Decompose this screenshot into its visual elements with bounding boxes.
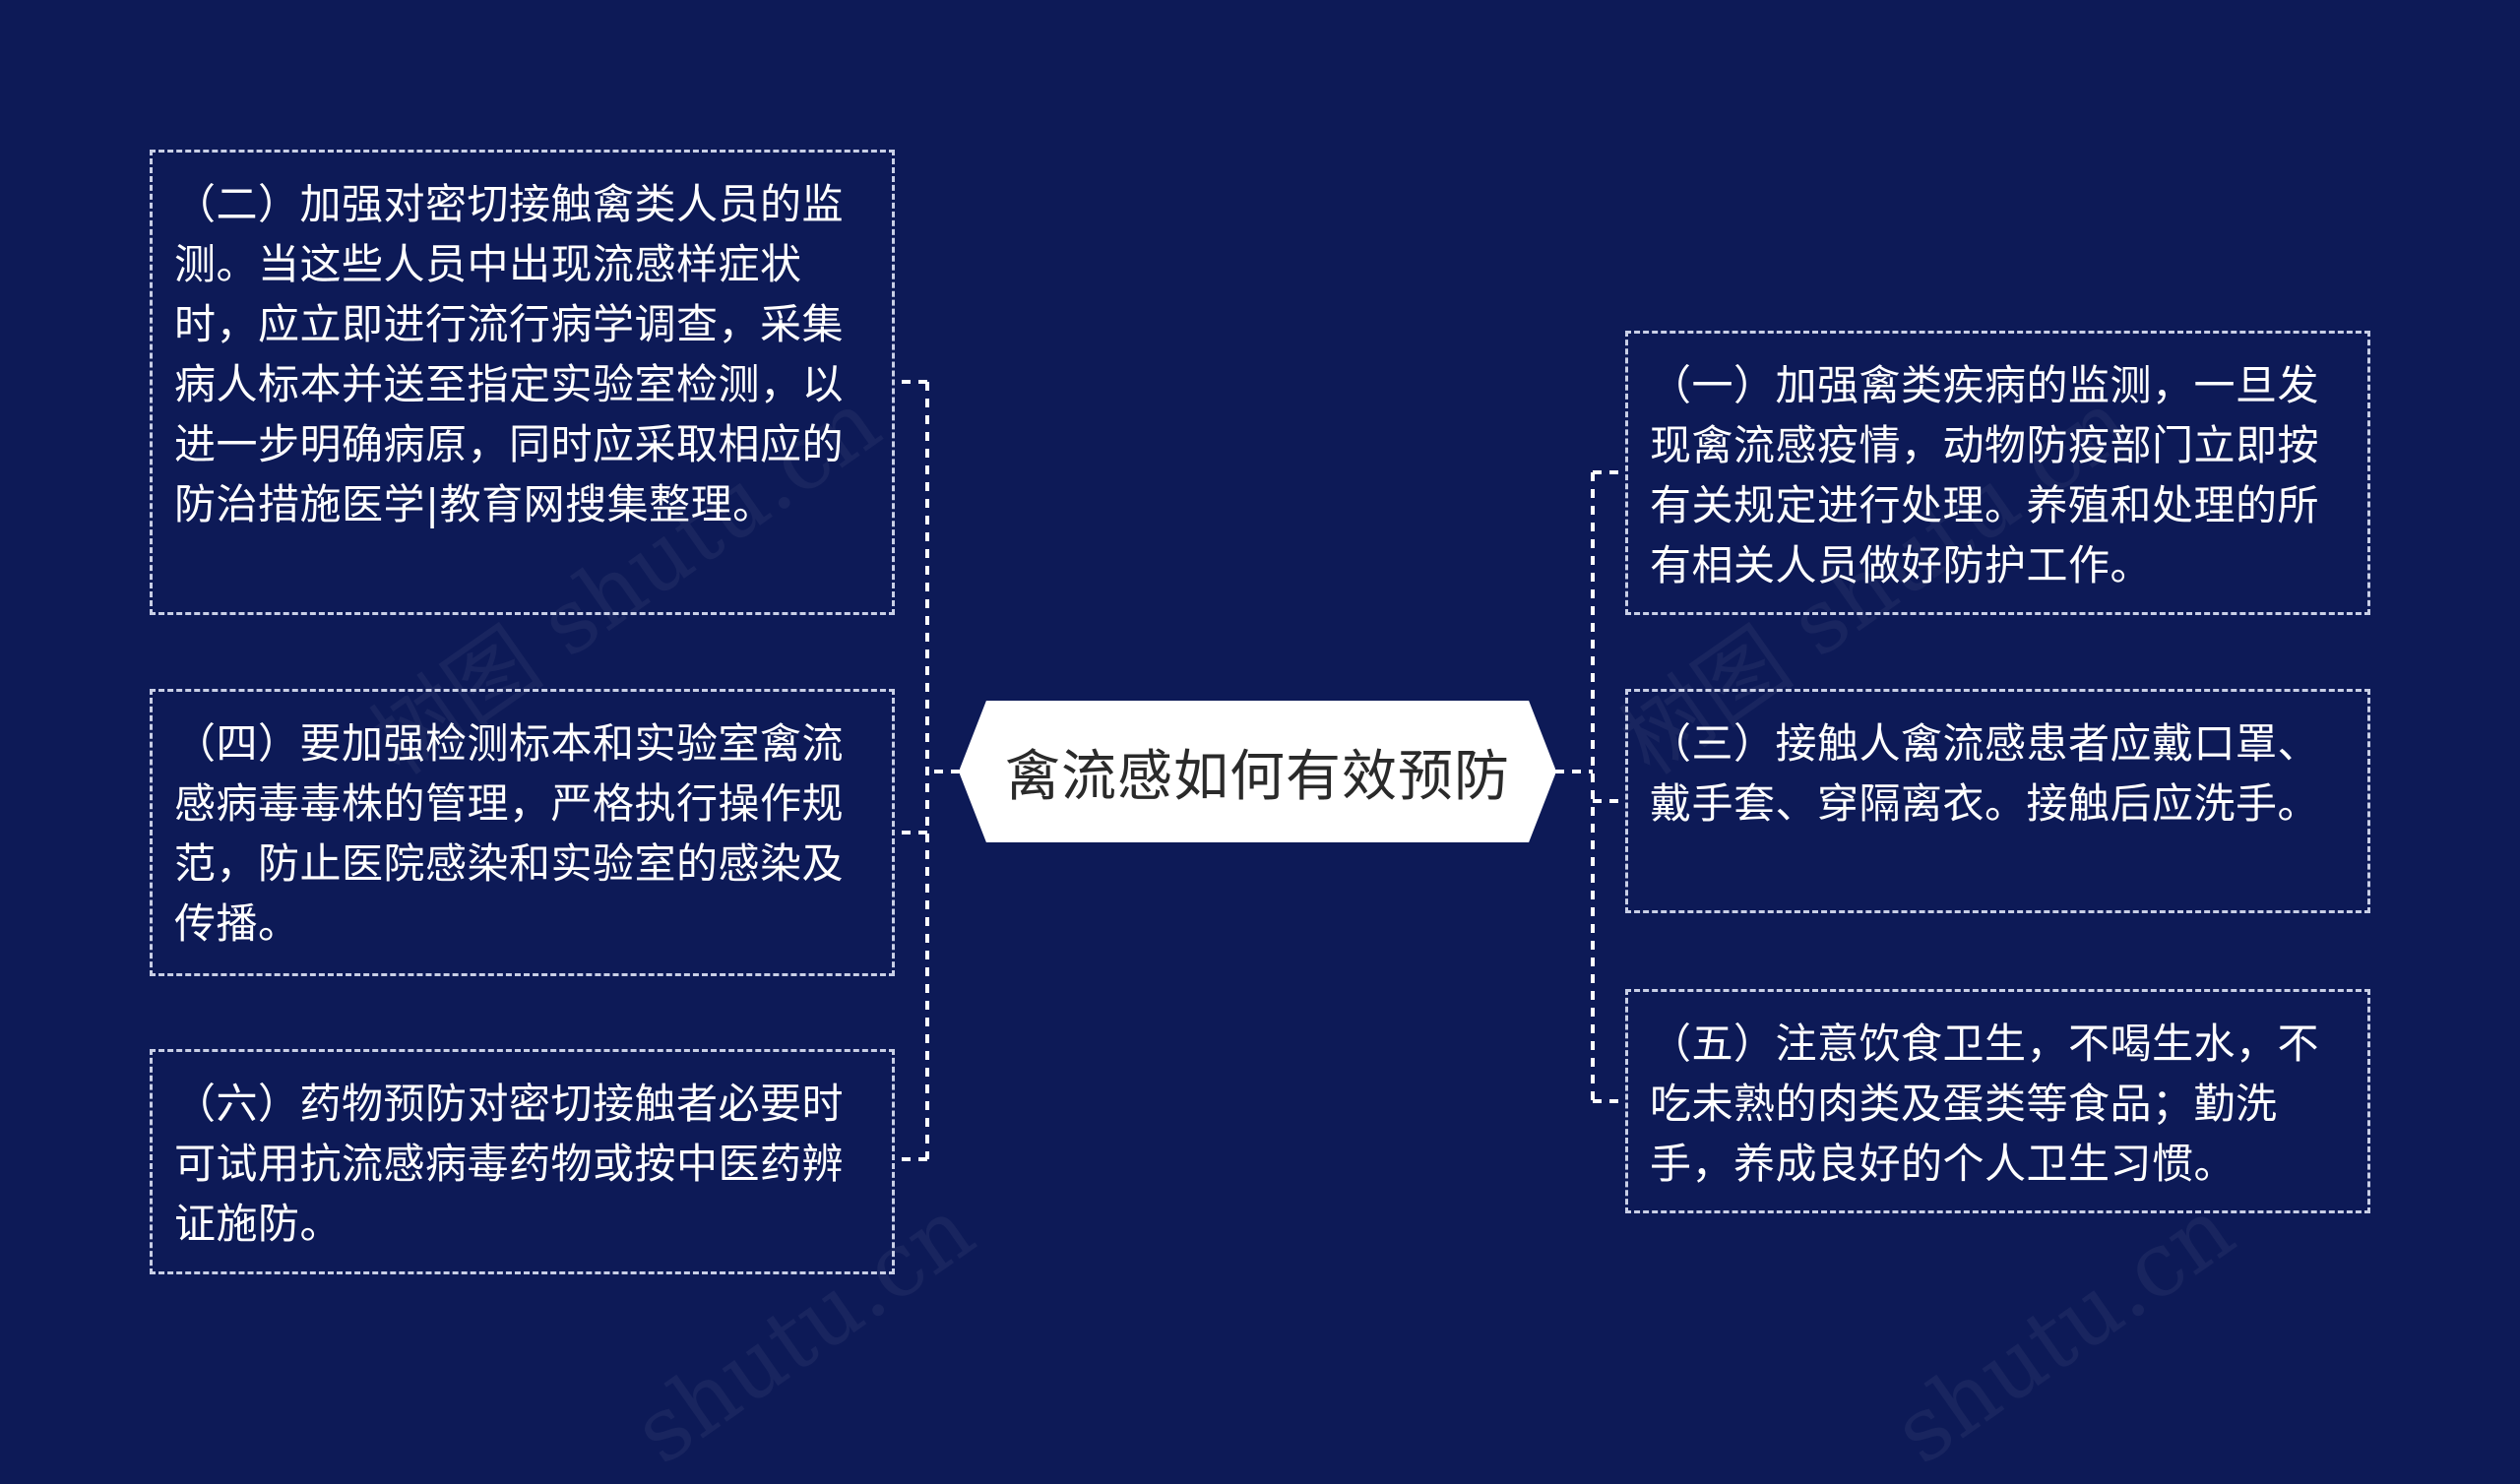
branch-node-3[interactable]: （三）接触人禽流感患者应戴口罩、戴手套、穿隔离衣。接触后应洗手。 bbox=[1625, 689, 2370, 913]
branch-node-1[interactable]: （一）加强禽类疾病的监测，一旦发现禽流感疫情，动物防疫部门立即按有关规定进行处理… bbox=[1625, 331, 2370, 615]
branch-node-2[interactable]: （二）加强对密切接触禽类人员的监测。当这些人员中出现流感样症状时，应立即进行流行… bbox=[150, 150, 895, 615]
connector-lines bbox=[895, 380, 1625, 1161]
central-topic-node[interactable]: 禽流感如何有效预防 bbox=[960, 701, 1555, 842]
branch-node-4[interactable]: （四）要加强检测标本和实验室禽流感病毒毒株的管理，严格执行操作规范，防止医院感染… bbox=[150, 689, 895, 976]
branch-node-5[interactable]: （五）注意饮食卫生，不喝生水，不吃未熟的肉类及蛋类等食品；勤洗手，养成良好的个人… bbox=[1625, 989, 2370, 1213]
central-topic-shape bbox=[960, 701, 1555, 842]
central-topic-title: 禽流感如何有效预防 bbox=[1005, 744, 1510, 809]
branch-node-6[interactable]: （六）药物预防对密切接触者必要时可试用抗流感病毒药物或按中医药辨证施防。 bbox=[150, 1049, 895, 1274]
